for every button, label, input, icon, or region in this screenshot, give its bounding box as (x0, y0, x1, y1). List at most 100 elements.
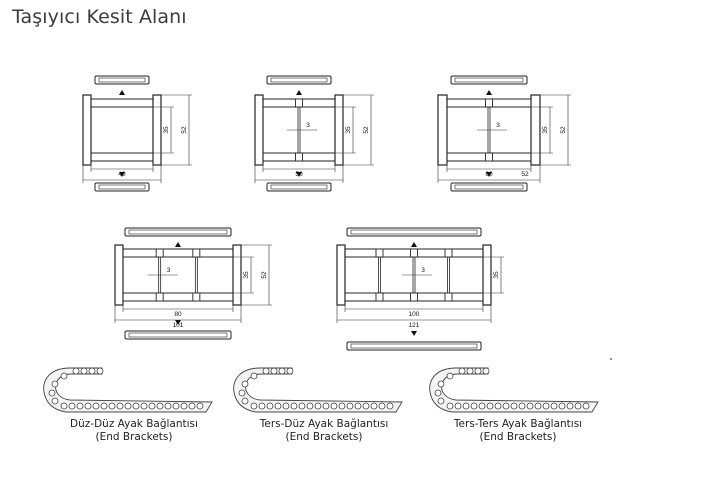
chain-bracket-1-link-15 (108, 402, 116, 410)
chain-bracket-3-link-18 (518, 402, 526, 410)
chain-bracket-3-link-25 (574, 402, 582, 410)
section-50-divider-top-1 (295, 98, 303, 108)
section-60-bottom-arrow (486, 172, 492, 177)
chain-bracket-1-link-26 (196, 402, 204, 410)
chain-bracket-2-link-8 (241, 397, 249, 405)
chain-bracket-2-link-2 (270, 367, 278, 375)
chain-bracket-3-link-9 (446, 402, 454, 410)
bracket-caption-1: Düz-Düz Ayak Bağlantısı (End Brackets) (44, 418, 224, 444)
chain-bracket-3-link-20 (534, 402, 542, 410)
section-60-left-link (437, 94, 448, 166)
section-80-top-arrow (175, 242, 181, 247)
chain-bracket-3-link-4 (482, 367, 490, 375)
section-100-divider-bottom-1 (375, 292, 384, 302)
stray-dot (610, 358, 612, 360)
section-50-divider-bottom-1 (295, 152, 303, 162)
bracket-caption-3-line2: (End Brackets) (479, 431, 557, 443)
chain-bracket-2-link-20 (338, 402, 346, 410)
bracket-caption-2-line1: Ters-Düz Ayak Bağlantısı (259, 418, 389, 430)
chain-bracket-3-link-11 (462, 402, 470, 410)
section-60-extra-label: 52 (521, 171, 529, 178)
chain-bracket-3-link-16 (502, 402, 510, 410)
chain-bracket-1-link-17 (124, 402, 132, 410)
section-50-divider-thickness-label: 3 (306, 122, 310, 129)
section-80-inner-width-label: 80 (174, 311, 182, 318)
chain-bracket-3-link-7 (434, 389, 442, 397)
chain-bracket-3-link-15 (494, 402, 502, 410)
section-80-outer-width-label: 101 (173, 322, 184, 329)
chain-bracket-1-link-4 (96, 367, 104, 375)
chain-bracket-1-link-11 (76, 402, 84, 410)
chain-bracket-2-link-9 (250, 402, 258, 410)
chain-bracket-3-link-14 (486, 402, 494, 410)
section-80-divider-top-1 (155, 248, 164, 258)
section-100-top-arrow (411, 242, 417, 247)
chain-bracket-3-link-12 (470, 402, 478, 410)
chain-bracket-2-link-19 (330, 402, 338, 410)
chain-bracket-3-link-8 (437, 397, 445, 405)
section-60-top-arrow (486, 90, 492, 95)
chain-bracket-2-link-4 (286, 367, 294, 375)
section-80-top-cover-inner (128, 229, 228, 235)
section-60-top-cover-inner (454, 77, 524, 83)
section-40-right-link (152, 94, 162, 166)
chain-bracket-2-link-12 (274, 402, 282, 410)
chain-bracket-1-link-10 (68, 402, 76, 410)
page-title: Taşıyıcı Kesit Alanı (12, 6, 187, 28)
section-40-top-crossbar (90, 98, 154, 108)
chain-bracket-3-link-17 (510, 402, 518, 410)
chain-bracket-2-link-10 (258, 402, 266, 410)
chain-bracket-2-link-11 (266, 402, 274, 410)
section-60-bottom-cover-inner (454, 184, 524, 190)
bracket-caption-1-line2: (End Brackets) (95, 431, 173, 443)
bracket-caption-2: Ters-Düz Ayak Bağlantısı (End Brackets) (234, 418, 414, 444)
chain-bracket-1 (43, 367, 213, 413)
chain-bracket-1-link-8 (51, 397, 59, 405)
bracket-caption-2-line2: (End Brackets) (285, 431, 363, 443)
section-80-outer-height-label: 52 (261, 271, 268, 279)
section-50-right-link (334, 94, 344, 166)
chain-bracket-3-link-5 (446, 372, 454, 380)
section-40-left-link (82, 94, 92, 166)
section-40-bottom-cover-inner (98, 184, 146, 190)
chain-bracket-1-link-19 (140, 402, 148, 410)
section-80-inner-height-label: 35 (243, 271, 250, 279)
section-60-divider-thickness-label: 3 (496, 122, 500, 129)
section-40-outer-height-label: 52 (181, 126, 188, 134)
chain-bracket-2-link-6 (241, 380, 249, 388)
chain-bracket-3-link-23 (558, 402, 566, 410)
chain-bracket-2 (233, 367, 403, 413)
section-80-left-link (114, 244, 124, 306)
section-100-inner-height-label: 35 (493, 271, 500, 279)
chain-bracket-1-link-12 (84, 402, 92, 410)
section-100-right-link (482, 244, 492, 306)
section-100-divider-thickness-label: 3 (421, 267, 425, 274)
section-50-inner-height-label: 35 (345, 126, 352, 134)
chain-bracket-1-link-21 (156, 402, 164, 410)
chain-bracket-2-link-14 (290, 402, 298, 410)
chain-bracket-3-link-26 (582, 402, 590, 410)
section-40-top-cover-inner (98, 77, 146, 83)
chain-bracket-3 (429, 367, 599, 413)
chain-bracket-1-link-9 (60, 402, 68, 410)
section-50-top-cover-inner (270, 77, 328, 83)
section-40-bottom-arrow (119, 172, 125, 177)
chain-bracket-3-link-2 (466, 367, 474, 375)
section-80-bottom-arrow (175, 320, 181, 325)
chain-bracket-2-link-15 (298, 402, 306, 410)
section-80-divider-thickness-label: 3 (167, 267, 171, 274)
chain-bracket-3-link-6 (437, 380, 445, 388)
section-100-top-cover-inner (350, 229, 478, 235)
section-50-outer-height-label: 52 (363, 126, 370, 134)
chain-bracket-3-link-19 (526, 402, 534, 410)
section-60-divider-bottom-1 (485, 152, 493, 162)
chain-bracket-3-link-22 (550, 402, 558, 410)
chain-bracket-1-link-13 (92, 402, 100, 410)
chain-bracket-1-link-1 (72, 367, 80, 375)
section-100-divider-bottom-3 (444, 292, 453, 302)
bracket-caption-1-line1: Düz-Düz Ayak Bağlantısı (70, 418, 198, 430)
chain-bracket-2-link-5 (250, 372, 258, 380)
section-60-divider-top-1 (485, 98, 493, 108)
section-100-divider-top-1 (375, 248, 384, 258)
